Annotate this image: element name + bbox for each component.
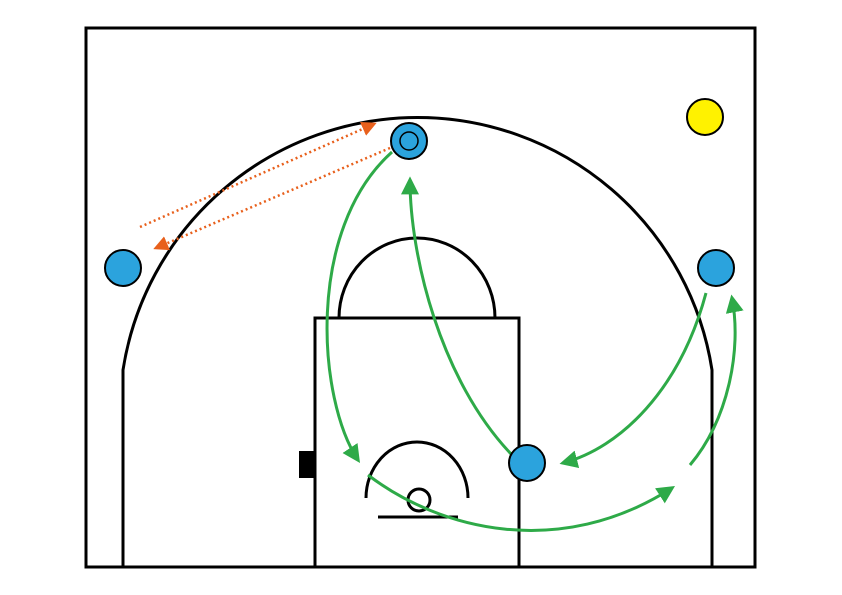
cut-low-post-to-top [401, 176, 514, 457]
court-lines [84, 26, 757, 569]
three-point-line [121, 116, 714, 567]
player-left-wing[interactable] [104, 249, 142, 287]
player-top[interactable] [390, 122, 428, 160]
pass-left-wing-to-top [139, 121, 377, 229]
pass-paths [139, 121, 391, 251]
block-marker [299, 451, 316, 478]
court-boundary [84, 26, 757, 569]
cut-right-wing-to-low-post [559, 292, 708, 469]
cut-left-block-to-right-baseline [367, 473, 676, 532]
cut-top-to-left-block [325, 150, 394, 463]
ball-icon[interactable] [686, 98, 724, 136]
paint-key [313, 316, 521, 569]
free-throw-arc [337, 236, 497, 319]
player-right-wing[interactable] [697, 249, 735, 287]
player-low-post[interactable] [508, 444, 546, 482]
cut-right-baseline-to-right-wing [688, 294, 744, 466]
cut-paths [325, 150, 744, 532]
players [104, 122, 735, 482]
ball-possession-ring [399, 131, 419, 151]
restricted-area-arc [364, 440, 470, 499]
